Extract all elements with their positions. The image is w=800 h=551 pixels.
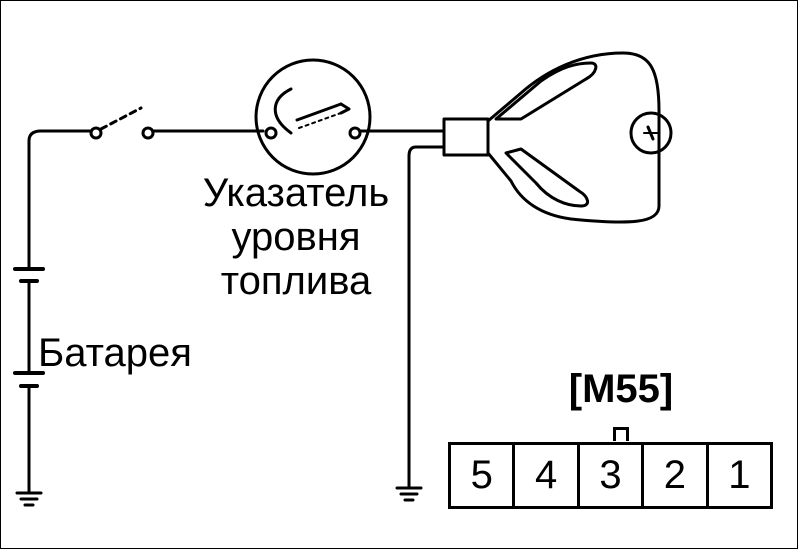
- fuel-gauge-label-line1: Указатель: [202, 171, 390, 215]
- connector-pin: 1: [728, 453, 751, 497]
- connector-pin: 2: [644, 445, 709, 506]
- connector-key-tab: [613, 427, 629, 441]
- fuel-gauge-icon: [254, 58, 372, 176]
- fuel-gauge-label-line3: топлива: [220, 259, 372, 303]
- sender-connector: [442, 117, 490, 157]
- sender-ground-wire: [407, 145, 446, 488]
- connector-pin: 5: [451, 445, 516, 506]
- sender-ground-icon: [395, 486, 423, 502]
- battery-wire: [27, 129, 93, 493]
- battery-label: Батарея: [38, 331, 192, 375]
- connector-m55: 5 4 3 2 1: [448, 442, 773, 509]
- connector-title: [M55]: [568, 367, 674, 411]
- fuel-sender-icon: [486, 51, 673, 224]
- connector-pin: 3: [580, 445, 645, 506]
- switch-icon: [89, 106, 155, 140]
- connector-pin: 4: [515, 445, 580, 506]
- fuel-gauge-label: Указатель уровня топлива: [191, 171, 401, 303]
- battery-ground-icon: [15, 489, 43, 507]
- fuel-gauge-label-line2: уровня: [231, 215, 361, 259]
